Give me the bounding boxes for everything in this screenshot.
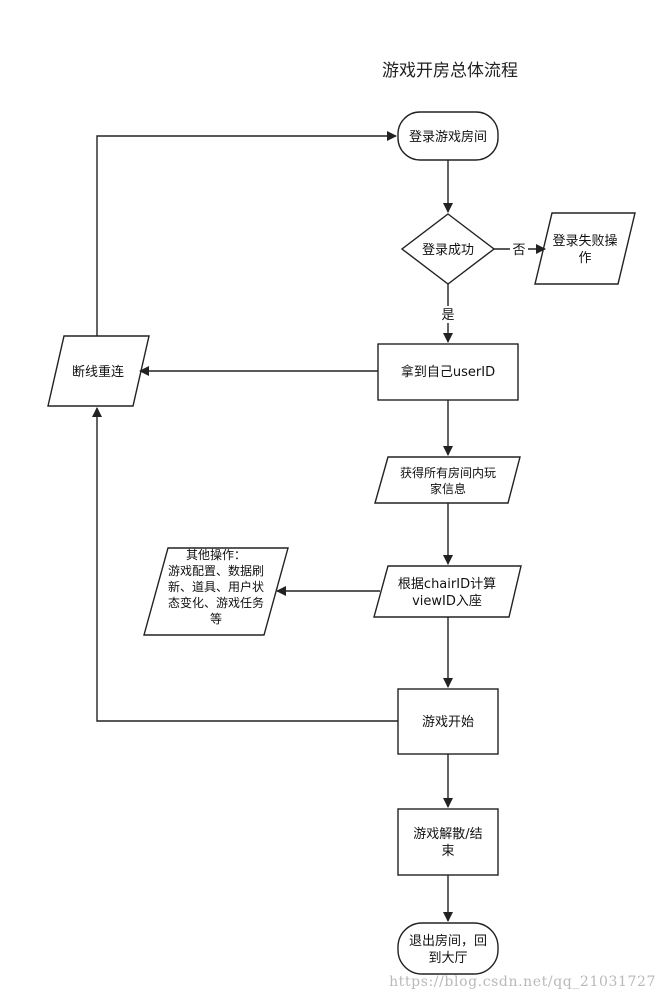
exit-room-label-2: 到大厅 [428,951,467,966]
get-userid-node [377,343,519,401]
reconnect-label: 断线重连 [72,364,124,380]
game-end-label-1: 游戏解散/结 [413,827,482,842]
exit-room-node [397,922,499,975]
edge-label-yes: 是 [441,308,454,323]
login-success-label: 登录成功 [422,243,474,258]
other-ops-label-2: 游戏配置、数据刷 [168,563,264,578]
login-fail-label-1: 登录失败操 [552,233,617,249]
seat-node [373,565,522,618]
diagram-title: 游戏开房总体流程 [382,61,518,81]
game-end-label-2: 束 [441,844,454,859]
other-ops-label-5: 等 [210,612,222,626]
get-players-label-1: 获得所有房间内玩 [400,465,496,480]
seat-label-2: viewID入座 [412,594,482,609]
seat-label-1: 根据chairID计算 [398,577,496,592]
edge-reconnect-to-login [96,131,397,336]
watermark: https://blog.csdn.net/qq_21031727 [389,974,656,990]
game-end-node [397,808,499,876]
game-start-label: 游戏开始 [422,715,474,730]
get-players-node [374,456,521,504]
game-start-node [397,688,499,755]
other-ops-node [143,547,289,636]
login-fail-label-2: 作 [578,251,591,266]
login-room-label: 登录游戏房间 [409,129,487,145]
get-userid-label: 拿到自己userID [401,364,495,380]
get-players-label-2: 家信息 [430,481,466,496]
other-ops-label-3: 新、道具、用户状 [168,579,264,594]
login-fail-node [534,212,636,285]
edge-label-no: 否 [512,243,525,258]
exit-room-label-1: 退出房间，回 [409,933,487,949]
other-ops-label-1: 其他操作： [186,547,246,562]
other-ops-label-4: 态变化、游戏任务 [168,595,264,610]
reconnect-node [47,335,150,407]
edge-start-to-reconnect [92,407,398,722]
